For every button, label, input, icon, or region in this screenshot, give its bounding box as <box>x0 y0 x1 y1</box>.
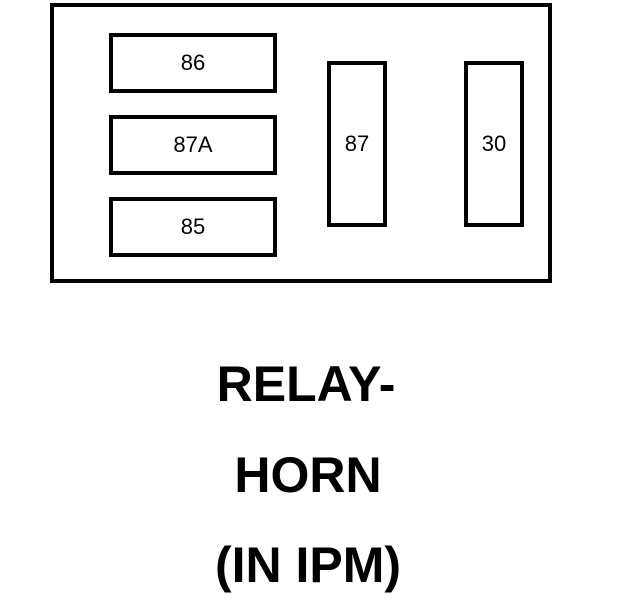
terminal-87a-label: 87A <box>173 132 213 157</box>
terminal-85: 85 <box>109 197 277 257</box>
terminal-87: 87 <box>327 61 387 227</box>
relay-body: 86 87A 85 87 30 <box>50 3 552 283</box>
terminal-86: 86 <box>109 33 277 93</box>
caption-line-3: (IN IPM) <box>214 537 402 593</box>
terminal-30: 30 <box>464 61 524 227</box>
caption-line-2: HORN <box>234 447 382 503</box>
terminal-86-label: 86 <box>180 50 206 75</box>
terminal-87a: 87A <box>109 115 277 175</box>
terminal-85-label: 85 <box>180 214 206 239</box>
terminal-30-label: 30 <box>481 131 507 156</box>
terminal-87-label: 87 <box>344 131 370 156</box>
caption-line-1: RELAY- <box>216 356 396 412</box>
